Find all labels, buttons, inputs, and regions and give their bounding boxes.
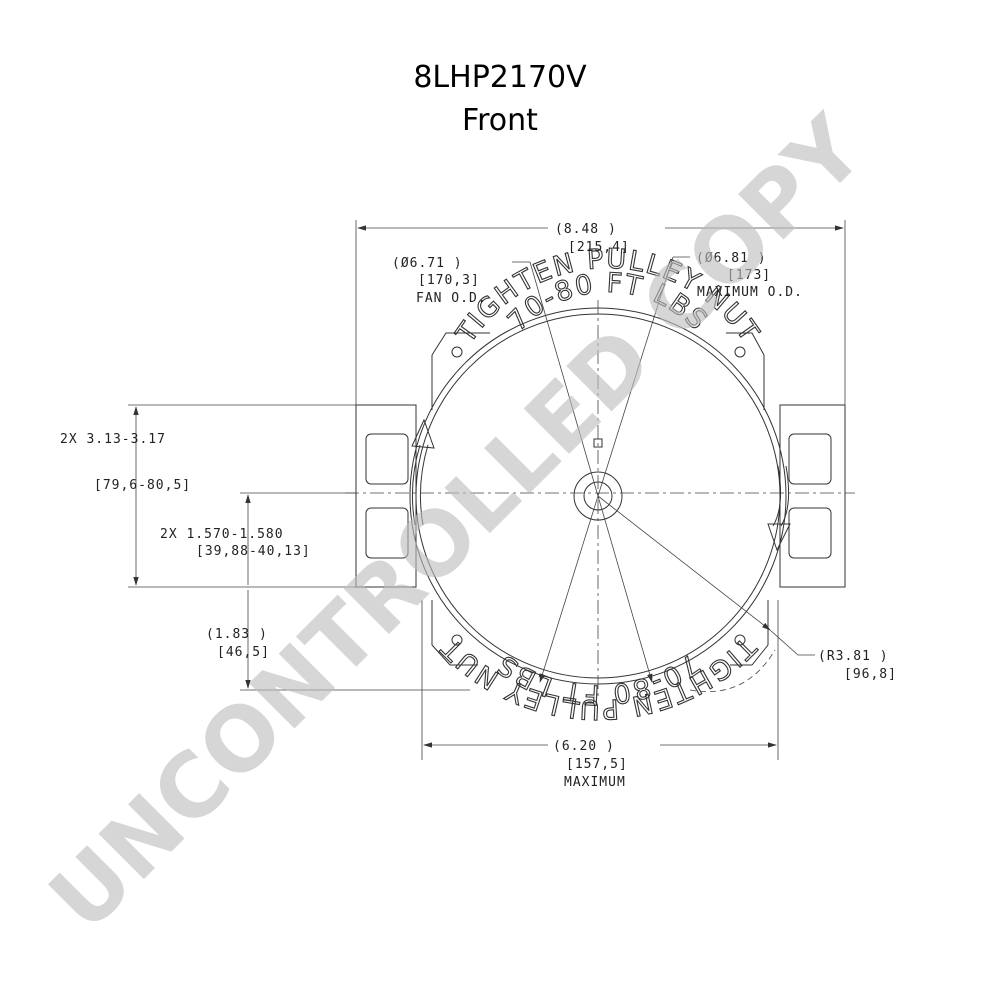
- dim-mount-offset-metric: [39,88-40,13]: [196, 544, 311, 559]
- dim-max-width: (6.20 ): [553, 739, 615, 754]
- drawing-subtitle: Front: [462, 103, 538, 138]
- dim-overall-width-metric: [215,4]: [568, 240, 630, 255]
- bolt-hole-bottom-left: [451, 634, 463, 646]
- bolt-hole-bottom-right: [734, 634, 746, 646]
- rotation-arrow-left-icon: [411, 418, 435, 526]
- extension-lines: [128, 220, 846, 760]
- dim-mount-offset: 2X 1.570-1.580: [160, 527, 284, 542]
- bolt-hole-top-left: [451, 346, 463, 358]
- drawing-title: 8LHP2170V: [413, 60, 587, 95]
- dim-lower-height-metric: [46,5]: [217, 645, 270, 660]
- bolt-hole-top-right: [734, 346, 746, 358]
- uncontrolled-copy-watermark: UNCONTROLLED COPY: [30, 96, 885, 951]
- mounting-ears: [431, 332, 769, 666]
- dim-mount-spacing-metric: [79,6-80,5]: [94, 478, 191, 493]
- dim-max-width-label: MAXIMUM: [564, 775, 626, 790]
- dim-fan-od-metric: [170,3]: [418, 273, 480, 288]
- rotation-arrow-right-icon: [767, 465, 791, 552]
- dim-fan-od-label: FAN O.D.: [416, 291, 487, 306]
- dim-lower-height: (1.83 ): [206, 627, 268, 642]
- dim-max-od: (Ø6.81 ): [696, 251, 767, 266]
- leader-lines: [512, 256, 815, 693]
- dim-overall-width: (8.48 ): [555, 222, 617, 237]
- dim-max-width-metric: [157,5]: [566, 757, 628, 772]
- dim-mount-spacing: 2X 3.13-3.17: [60, 432, 166, 447]
- dim-max-od-metric: [173]: [727, 268, 771, 283]
- dim-max-od-label: MAXIMUM O.D.: [697, 285, 803, 300]
- dim-radius-metric: [96,8]: [844, 667, 897, 682]
- dim-radius: (R3.81 ): [818, 649, 889, 664]
- right-mounting-foot: [779, 404, 846, 588]
- dim-fan-od: (Ø6.71 ): [392, 256, 463, 271]
